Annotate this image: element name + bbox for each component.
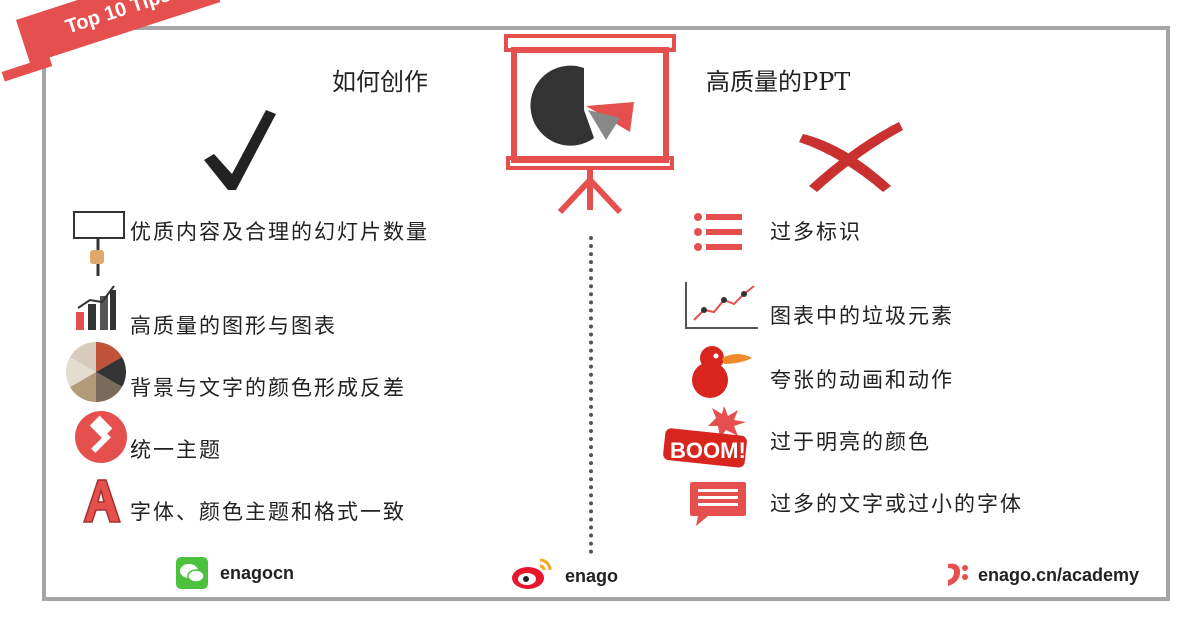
good-tip-2: 高质量的图形与图表 <box>130 314 337 338</box>
right-heading: 高质量的PPT <box>706 68 851 96</box>
brush-icon <box>75 411 127 463</box>
red-x-icon <box>799 122 903 192</box>
weibo-handle[interactable]: enago <box>565 566 619 586</box>
bar-chart-icon <box>76 285 116 330</box>
wechat-handle[interactable]: enagocn <box>220 563 295 583</box>
good-tip-4: 统一主题 <box>130 438 222 462</box>
svg-text:BOOM!: BOOM! <box>670 438 746 463</box>
bad-tip-1: 过多标识 <box>770 220 862 244</box>
sign-hand-icon <box>73 211 125 276</box>
good-tip-5: 字体、颜色主题和格式一致 <box>130 500 406 524</box>
bad-tip-3: 夸张的动画和动作 <box>770 368 954 392</box>
bad-tip-5: 过多的文字或过小的字体 <box>770 492 1023 516</box>
good-tip-3: 背景与文字的颜色形成反差 <box>130 376 406 400</box>
color-wheel-icon <box>66 342 126 402</box>
dragon-icon <box>692 346 752 398</box>
bullet-list-icon <box>694 213 742 251</box>
good-tip-1: 优质内容及合理的幻灯片数量 <box>130 220 429 244</box>
enago-logo-icon <box>948 563 968 586</box>
line-chart-icon <box>685 282 758 329</box>
content-frame <box>42 26 1170 601</box>
speech-bubble-icon <box>690 482 746 526</box>
weibo-icon[interactable] <box>510 556 554 590</box>
letter-a-icon <box>82 479 122 523</box>
boom-icon: BOOM! <box>663 406 747 468</box>
wechat-icon[interactable] <box>176 557 208 589</box>
bad-tip-4: 过于明亮的颜色 <box>770 430 931 454</box>
check-mark-icon <box>204 110 276 190</box>
center-divider <box>589 236 593 554</box>
website-link[interactable]: enago.cn/academy <box>978 565 1140 585</box>
bad-tip-2: 图表中的垃圾元素 <box>770 304 954 328</box>
presentation-board-icon <box>504 34 676 215</box>
left-heading: 如何创作 <box>332 68 428 96</box>
